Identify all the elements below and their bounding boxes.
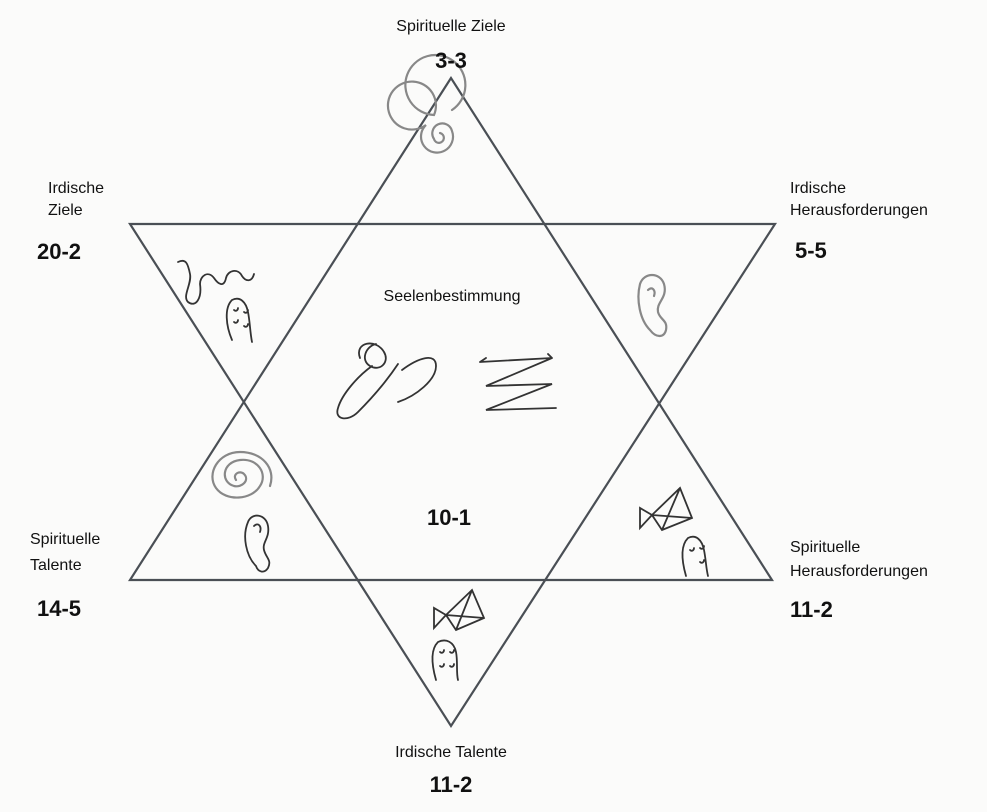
upper-right-label-line2: Herausforderungen <box>790 202 928 219</box>
upper-left-value: 20-2 <box>37 239 82 264</box>
ear-glyph <box>637 273 668 338</box>
center-value: 10-1 <box>426 505 472 530</box>
downward-triangle <box>127 222 778 729</box>
upper-right-label-line1: Irdische <box>790 180 847 197</box>
oval-spiral-glyph <box>211 450 273 499</box>
finger-glyph-lower-right <box>681 535 709 577</box>
lower-left-value: 14-5 <box>37 596 82 621</box>
finger-glyph <box>225 297 253 343</box>
top-value: 3-3 <box>435 48 467 73</box>
lower-right-label-line1: Spirituelle <box>790 539 861 556</box>
wave-glyph <box>177 259 255 305</box>
kite-fish-glyph-bottom <box>433 588 486 632</box>
upward-triangle <box>127 75 775 582</box>
lower-left-label-line1: Spirituelle <box>30 531 101 548</box>
bottom-value: 11-2 <box>429 772 473 797</box>
ear-glyph-lower-left <box>244 514 271 573</box>
center-title: Seelenbestimmung <box>383 288 521 305</box>
finger-glyph-bottom <box>431 639 459 681</box>
loop-glyph <box>336 342 437 420</box>
kite-fish-glyph <box>639 486 694 532</box>
zigzag-arrows-glyph <box>479 353 557 411</box>
lower-right-label-line2: Herausforderungen <box>790 563 928 580</box>
top-label: Spirituelle Ziele <box>396 18 506 35</box>
spiral-glyph <box>386 53 467 154</box>
lower-left-label-line2: Talente <box>30 557 82 574</box>
lower-right-value: 11-2 <box>790 597 833 622</box>
upper-right-value: 5-5 <box>795 238 827 263</box>
bottom-label: Irdische Talente <box>395 744 507 761</box>
upper-left-label-line2: Ziele <box>48 202 83 219</box>
upper-left-label-line1: Irdische <box>48 180 105 197</box>
